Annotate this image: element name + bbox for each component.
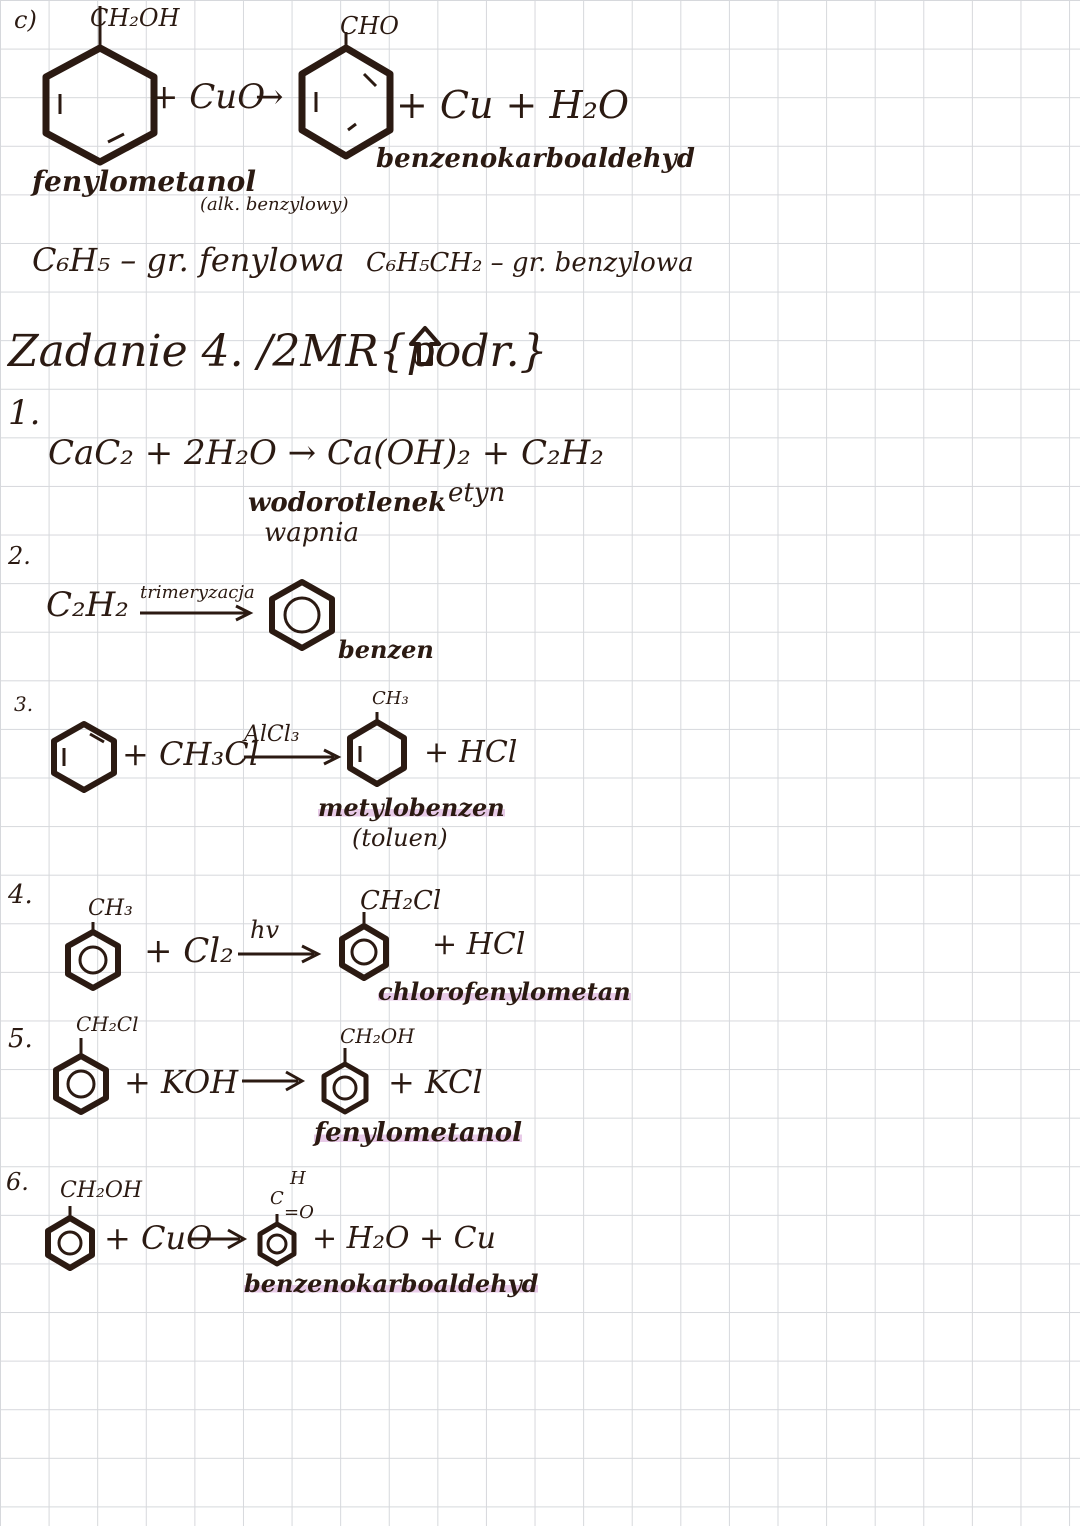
step-3-plus: + CH₃Cl xyxy=(122,735,259,773)
step-4-condition: hv xyxy=(250,916,280,944)
step-1-name-1b: wapnia xyxy=(264,518,359,548)
step-1-number: 1. xyxy=(8,393,41,433)
group-benzyl: C₆H₅CH₂ – gr. benzylowa xyxy=(366,248,694,278)
step-6-benzyl-alcohol-ring xyxy=(44,1206,96,1276)
up-arrow-icon xyxy=(408,324,442,374)
step-6-number: 6. xyxy=(6,1168,29,1196)
step-2-condition: trimeryzacja xyxy=(140,582,255,603)
step-5-product-substituent: CH₂OH xyxy=(340,1024,415,1048)
step-4-byproduct: + HCl xyxy=(432,927,526,962)
part-label: c) xyxy=(14,6,37,34)
step-2-reactant: C₂H₂ xyxy=(46,585,129,625)
step-4-reactant-substituent: CH₃ xyxy=(88,896,133,921)
step-5-product-name: fenylometanol xyxy=(314,1118,522,1148)
step-5-arrow-icon xyxy=(240,1070,306,1096)
step-1-name-1: wodorotlenek xyxy=(248,488,447,518)
step-6-product-name: benzenokarboaldehyd xyxy=(244,1269,539,1298)
step-5-plus: + KOH xyxy=(124,1063,239,1101)
step-6-arrow-icon xyxy=(188,1228,248,1254)
step-5-number: 5. xyxy=(8,1024,33,1054)
step-2-number: 2. xyxy=(8,542,31,570)
step-4-product-substituent: CH₂Cl xyxy=(360,886,442,916)
step-3-arrow-icon xyxy=(242,748,342,770)
product-substituent: CHO xyxy=(340,12,399,40)
plus-cuo: + CuO xyxy=(150,77,266,117)
reactant-name: fenylometanol xyxy=(32,165,256,198)
reactant-alt-name: (alk. benzylowy) xyxy=(200,194,349,215)
step-1-equation: CaC₂ + 2H₂O → Ca(OH)₂ + C₂H₂ xyxy=(48,433,604,473)
step-4-product-name: chlorofenylometan xyxy=(378,977,631,1006)
product-name: benzenokarboaldehyd xyxy=(376,144,695,174)
step-5-benzyl-alcohol-ring xyxy=(320,1048,370,1120)
step-3-byproduct: + HCl xyxy=(424,735,518,770)
benzene-ring xyxy=(268,578,336,656)
step-3-benzene-ring xyxy=(50,720,118,798)
step-2-arrow-icon xyxy=(138,604,256,626)
task-heading: Zadanie 4. /2MR{podr.} xyxy=(8,326,548,377)
benzyl-alcohol-ring xyxy=(40,6,160,170)
step-6-aldehyde-c: C xyxy=(270,1188,284,1209)
step-3-number: 3. xyxy=(14,692,34,716)
step-6-byproduct: + H₂O + Cu xyxy=(312,1221,496,1256)
step-4-arrow-icon xyxy=(236,944,322,968)
step-5-benzyl-chloride-ring xyxy=(52,1038,110,1120)
step-6-aldehyde-h: H xyxy=(290,1168,306,1189)
step-5-byproduct: + KCl xyxy=(388,1063,483,1101)
products: + Cu + H₂O xyxy=(396,83,629,127)
benzaldehyde-ring xyxy=(298,32,394,164)
step-6-reactant-substituent: CH₂OH xyxy=(60,1178,143,1203)
step-6-aldehyde-o: =O xyxy=(284,1202,314,1223)
reaction-arrow: → xyxy=(255,77,284,117)
step-3-condition: AlCl₃ xyxy=(244,722,300,747)
step-4-number: 4. xyxy=(8,880,33,910)
step-4-toluene-ring xyxy=(64,922,122,996)
step-4-plus: + Cl₂ xyxy=(144,931,234,971)
reactant-substituent: CH₂OH xyxy=(90,4,180,32)
step-3-product-name: metylobenzen xyxy=(318,793,505,822)
group-phenyl: C₆H₅ – gr. fenylowa xyxy=(32,241,345,279)
step-3-product-substituent: CH₃ xyxy=(372,688,409,709)
step-2-product-name: benzen xyxy=(338,635,434,664)
step-5-reactant-substituent: CH₂Cl xyxy=(76,1012,139,1036)
step-6-benzaldehyde-ring xyxy=(256,1214,298,1272)
step-1-name-2: etyn xyxy=(448,478,506,508)
step-3-product-alt: (toluen) xyxy=(352,824,448,852)
benzyl-chloride-ring xyxy=(338,912,390,986)
toluene-ring xyxy=(346,712,408,792)
